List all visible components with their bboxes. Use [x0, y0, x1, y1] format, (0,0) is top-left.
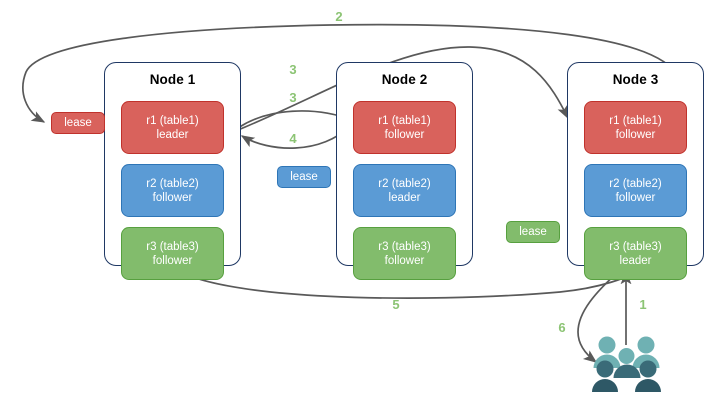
replica-r1[interactable]: r1 (table1) follower	[353, 101, 456, 154]
replica-name: r3 (table3)	[146, 240, 199, 253]
arrow-step-2	[22, 23, 680, 123]
replica-r1[interactable]: r1 (table1) follower	[584, 101, 687, 154]
replica-name: r3 (table3)	[609, 240, 662, 253]
replica-r1[interactable]: r1 (table1) leader	[121, 101, 224, 154]
replica-r2[interactable]: r2 (table2) follower	[121, 164, 224, 217]
step-label-3-short: 3	[289, 90, 297, 105]
step-label-1: 1	[639, 297, 647, 312]
replica-r2[interactable]: r2 (table2) follower	[584, 164, 687, 217]
step-label-2: 2	[335, 9, 343, 24]
step-label-6: 6	[558, 320, 566, 335]
replica-role: leader	[388, 191, 421, 204]
replica-role: follower	[152, 191, 193, 204]
step-label-5: 5	[392, 297, 400, 312]
replica-r3[interactable]: r3 (table3) follower	[353, 227, 456, 280]
node-title: Node 3	[612, 72, 659, 87]
arrow-step-6	[577, 271, 619, 363]
arrow-step-5	[171, 265, 646, 299]
replica-role: follower	[615, 128, 656, 141]
node-card-2[interactable]: Node 2 r1 (table1) follower r2 (table2) …	[336, 62, 473, 280]
node-title: Node 2	[381, 72, 428, 87]
node-card-3[interactable]: Node 3 r1 (table1) follower r2 (table2) …	[567, 62, 704, 280]
step-label-3-long: 3	[289, 62, 297, 77]
arrow-step-3-long	[237, 46, 569, 131]
replica-role: leader	[619, 254, 652, 267]
replica-name: r1 (table1)	[609, 114, 662, 127]
lease-box-table3[interactable]: lease	[506, 221, 560, 243]
lease-box-table2[interactable]: lease	[277, 166, 331, 188]
replica-name: r3 (table3)	[378, 240, 431, 253]
replica-r3[interactable]: r3 (table3) follower	[121, 227, 224, 280]
replica-r3[interactable]: r3 (table3) leader	[584, 227, 687, 280]
replica-name: r1 (table1)	[378, 114, 431, 127]
replica-name: r2 (table2)	[609, 177, 662, 190]
lease-box-table1[interactable]: lease	[51, 112, 105, 134]
users-group-icon	[592, 336, 661, 392]
replica-role: follower	[615, 191, 656, 204]
replica-name: r2 (table2)	[378, 177, 431, 190]
arrow-step-3-short	[237, 110, 354, 129]
replica-role: follower	[384, 128, 425, 141]
replica-name: r2 (table2)	[146, 177, 199, 190]
node-card-1[interactable]: Node 1 r1 (table1) leader r2 (table2) fo…	[104, 62, 241, 280]
replica-name: r1 (table1)	[146, 114, 199, 127]
replica-role: follower	[384, 254, 425, 267]
replica-role: leader	[156, 128, 189, 141]
node-title: Node 1	[149, 72, 196, 87]
replica-role: follower	[152, 254, 193, 267]
replica-r2[interactable]: r2 (table2) leader	[353, 164, 456, 217]
step-label-4: 4	[289, 131, 297, 146]
